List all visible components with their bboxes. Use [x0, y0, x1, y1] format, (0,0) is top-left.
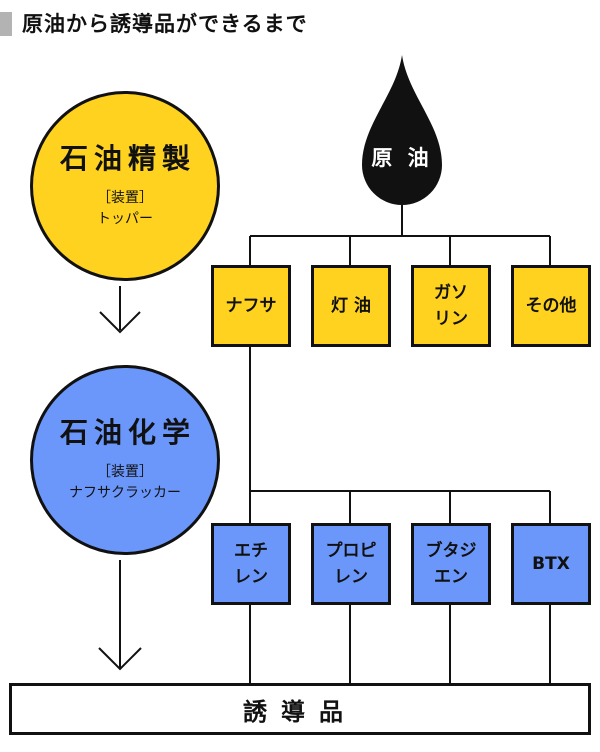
page-title: 原油から誘導品ができるまで [22, 12, 308, 36]
product-box-btx: BTX [511, 523, 591, 605]
petrochemistry-device-label: ［装置］ [97, 464, 153, 480]
product-label: ナフサ [225, 296, 277, 316]
refining-title: 石油精製 [59, 142, 196, 175]
product-box-kerosene: 灯 油 [311, 265, 391, 347]
refining-device-name: トッパー [97, 211, 153, 227]
process-arrow-2-head [98, 647, 142, 671]
product-label: ブタジ エン [425, 541, 477, 587]
product-label: エチ レン [234, 541, 268, 587]
petrochemistry-node: 石油化学 ［装置］ ナフサクラッカー [30, 365, 220, 555]
product-label: ガソ リン [434, 283, 468, 329]
product-box-ethylene: エチ レン [211, 523, 291, 605]
crude-oil-label: 原 油 [371, 146, 433, 170]
refining-node: 石油精製 ［装置］ トッパー [30, 91, 220, 281]
product-box-gasoline: ガソ リン [411, 265, 491, 347]
product-label: BTX [532, 554, 570, 574]
crude-oil-drop-icon [362, 55, 442, 205]
page-header: 原油から誘導品ができるまで [0, 10, 600, 38]
title-accent-bar [0, 12, 12, 36]
product-box-butadiene: ブタジ エン [411, 523, 491, 605]
product-box-propylene: プロピ レン [311, 523, 391, 605]
petrochemistry-title: 石油化学 [59, 416, 196, 449]
product-box-other: その他 [511, 265, 591, 347]
product-box-naphtha: ナフサ [211, 265, 291, 347]
product-label: その他 [525, 296, 577, 316]
refining-device-label: ［装置］ [97, 190, 153, 206]
petrochemistry-device-name: ナフサクラッカー [69, 485, 181, 501]
process-arrow-1-head [99, 311, 141, 334]
derivatives-label: 誘導品 [243, 697, 357, 726]
derivatives-box: 誘導品 [9, 683, 591, 735]
product-label: 灯 油 [331, 296, 371, 316]
product-label: プロピ レン [325, 541, 377, 587]
